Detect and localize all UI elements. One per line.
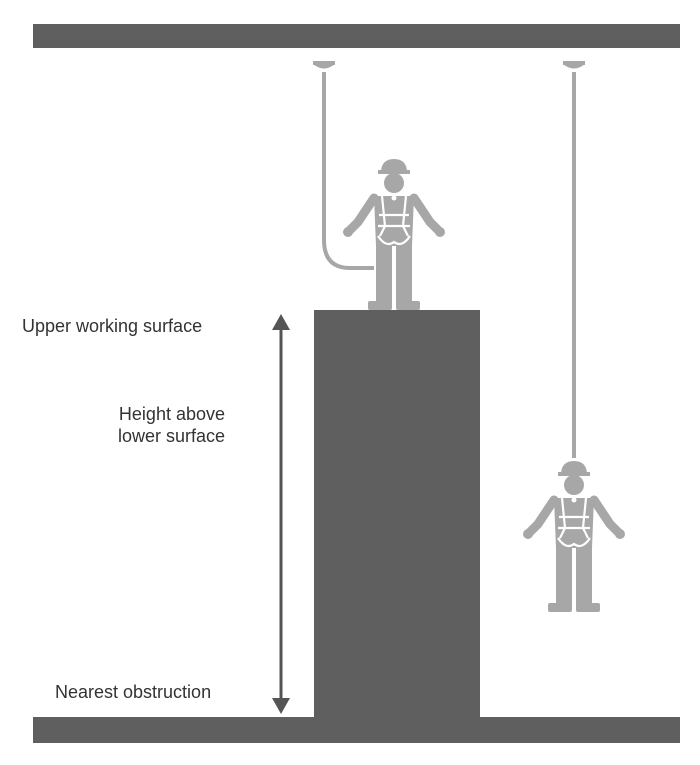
lanyard-left: [322, 72, 374, 270]
worker-standing-icon: [343, 159, 445, 310]
height-above-label: Height above lower surface: [80, 403, 225, 447]
height-arrow: [272, 314, 290, 714]
anchor-right-icon: [563, 61, 585, 69]
top-beam: [33, 24, 680, 48]
anchor-left-icon: [313, 61, 335, 69]
upper-working-surface-label: Upper working surface: [22, 316, 203, 336]
upper-working-surface-block: [314, 310, 480, 720]
nearest-obstruction-label: Nearest obstruction: [55, 682, 212, 702]
worker-suspended-icon: [523, 461, 625, 612]
height-above-label-line2: lower surface: [117, 426, 225, 446]
lower-surface: [33, 717, 680, 743]
height-above-label-line1: Height above: [118, 404, 225, 424]
